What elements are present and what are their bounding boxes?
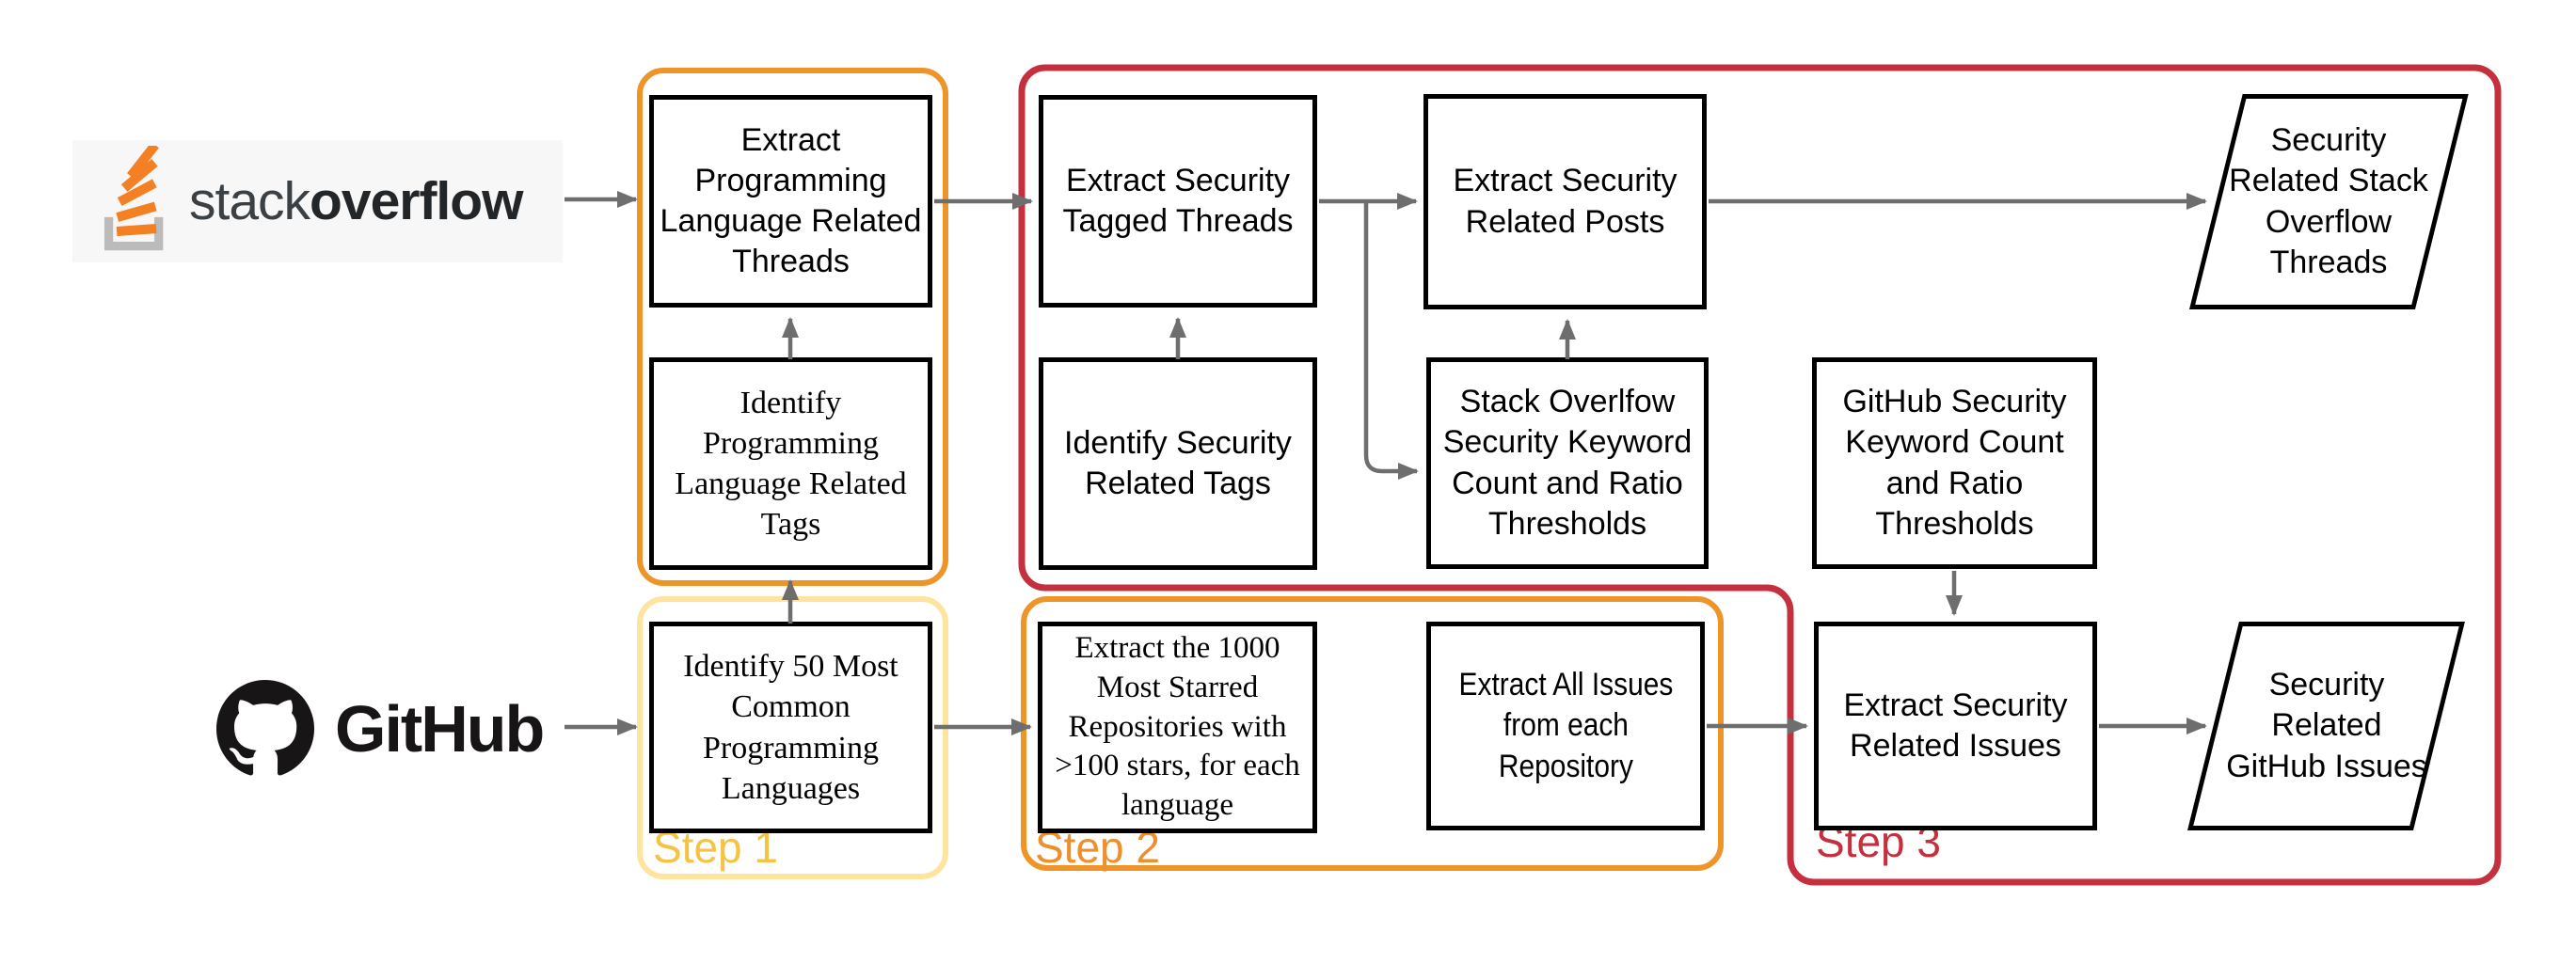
output-security-so-threads: Security Related Stack Overflow Threads: [2189, 94, 2469, 309]
github-logo-text: GitHub: [335, 692, 545, 766]
output-security-gh-issues-text: Security Related GitHub Issues: [2226, 667, 2427, 784]
output-security-gh-issues: Security Related GitHub Issues: [2187, 622, 2465, 830]
node-extract-all-issues-text: Extract All Issues from each Repository: [1458, 667, 1673, 784]
stackoverflow-word-stack: stack: [189, 171, 310, 231]
stackoverflow-word-overflow: overflow: [310, 171, 523, 231]
node-identify-50-languages: Identify 50 Most Common Programming Lang…: [649, 622, 932, 833]
node-extract-pl-threads: Extract Programming Language Related Thr…: [649, 95, 932, 308]
stackoverflow-logo: stackoverflow: [72, 140, 563, 262]
node-extract-1000-repos: Extract the 1000 Most Starred Repositori…: [1038, 622, 1317, 833]
stackoverflow-logo-icon: [103, 146, 164, 251]
output-security-so-threads-text: Security Related Stack Overflow Threads: [2229, 122, 2428, 280]
node-extract-security-tagged-threads: Extract Security Tagged Threads: [1039, 95, 1317, 308]
node-gh-keyword-thresholds: GitHub Security Keyword Count and Ratio …: [1812, 357, 2097, 569]
node-identify-security-tags: Identify Security Related Tags: [1039, 357, 1317, 570]
node-extract-all-issues: Extract All Issues from each Repository: [1426, 622, 1705, 830]
node-extract-security-posts: Extract Security Related Posts: [1423, 94, 1707, 309]
github-logo: GitHub: [216, 670, 593, 788]
stackoverflow-logo-text: stackoverflow: [189, 170, 523, 232]
node-extract-security-issues: Extract Security Related Issues: [1814, 622, 2097, 830]
node-identify-pl-tags: Identify Programming Language Related Ta…: [649, 357, 932, 570]
step3-outline-path: [1018, 64, 2502, 886]
arrow-security-tagged-to-so-thresholds: [1363, 201, 1419, 480]
node-so-keyword-thresholds: Stack Overlfow Security Keyword Count an…: [1426, 357, 1709, 569]
github-octocat-icon: [216, 680, 314, 776]
